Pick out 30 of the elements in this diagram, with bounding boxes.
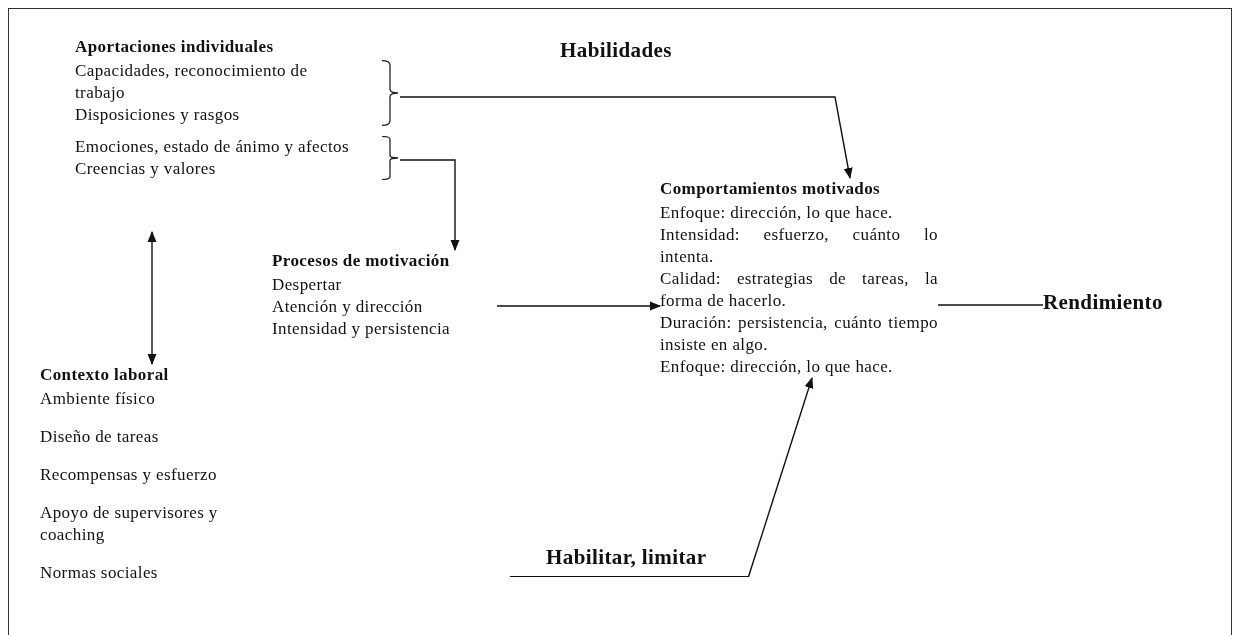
list-item: Disposiciones y rasgos (75, 104, 241, 126)
arrow (496, 301, 662, 311)
list-item: Atención y dirección (272, 296, 424, 318)
list-item: Normas sociales (40, 562, 159, 584)
list-item: Apoyo de supervisores y coaching (40, 502, 219, 546)
list-item: Duración: persistencia, cuánto tiempo insiste en algo. (660, 312, 938, 356)
label-text: Habilidades (560, 38, 672, 63)
list-item: Creencias y valores (75, 158, 217, 180)
list-item: Capacidades, reconocimiento de trabajo (75, 60, 309, 104)
list-item: Enfoque: dirección, lo que hace. (660, 202, 894, 224)
heading: Procesos de motivación (272, 250, 451, 272)
list-item: Intensidad y persistencia (272, 318, 452, 340)
heading: Aportaciones individuales (75, 36, 275, 58)
heading: Rendimiento (1043, 291, 1163, 313)
list-item: Calidad: estrategias de tareas, la forma de hacerlo. (660, 268, 938, 312)
list-item: Despertar (272, 274, 343, 296)
heading: Comportamientos motivados (660, 178, 882, 200)
connector-line (937, 304, 1044, 306)
list-item: Intensidad: esfuerzo, cuánto lo intenta. (660, 224, 938, 268)
arrow (147, 230, 157, 366)
arrow (399, 159, 460, 252)
heading: Contexto laboral (40, 364, 170, 386)
arrow (747, 376, 814, 578)
list-item: Ambiente físico (40, 388, 157, 410)
arrow (399, 96, 853, 180)
list-item: Recompensas y esfuerzo (40, 464, 218, 486)
list-item: Emociones, estado de ánimo y afectos (75, 136, 351, 158)
list-item: Diseño de tareas (40, 426, 160, 448)
heading: Habilitar, limitar (546, 546, 707, 568)
list-item: Enfoque: dirección, lo que hace. (660, 356, 894, 378)
